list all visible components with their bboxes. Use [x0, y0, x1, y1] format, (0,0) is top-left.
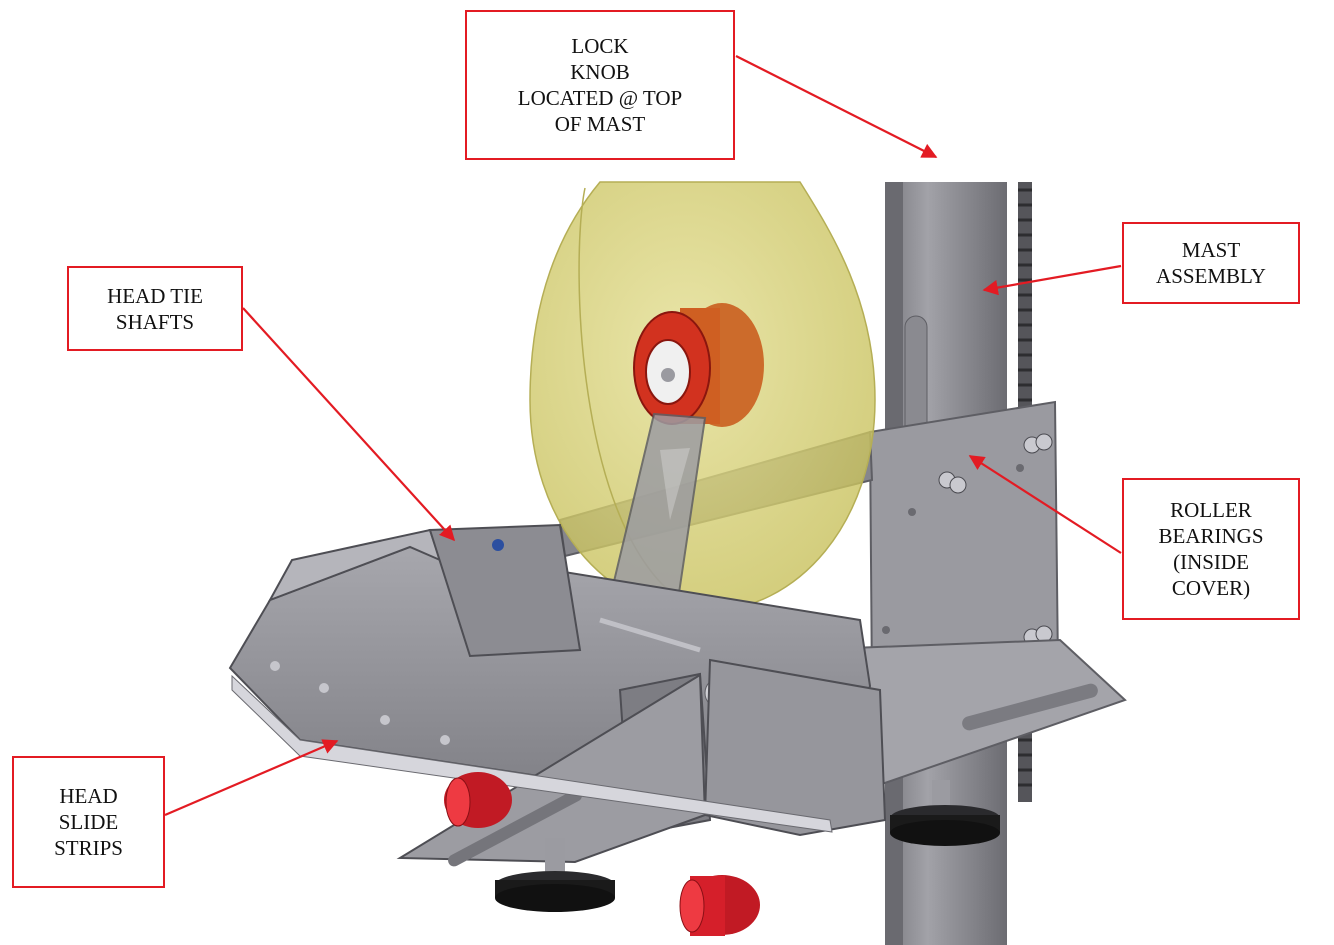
mast-assembly-callout: MAST ASSEMBLY [1122, 222, 1300, 304]
lock-knob-callout: LOCK KNOB LOCATED @ TOP OF MAST [465, 10, 735, 160]
callout-arrows [164, 55, 1122, 817]
callout-line: SHAFTS [115, 309, 195, 334]
head-slide-strips-arrow [164, 739, 339, 817]
roller-bearings-arrow [968, 455, 1122, 554]
callout-line: ROLLER [1170, 498, 1252, 522]
lower-roller [679, 875, 760, 936]
head-slide-strips-callout: HEAD SLIDE STRIPS [12, 756, 165, 888]
callout-line: BEARINGS [1158, 524, 1264, 548]
leveling-foot-right [890, 780, 1000, 846]
callout-line: STRIPS [54, 836, 123, 860]
slide-strip [231, 674, 833, 833]
head-tie-shafts-arrow [242, 307, 456, 542]
roller-bearings-callout: ROLLER BEARINGS (INSIDE COVER) [1122, 478, 1300, 620]
callout-line: SLIDE [58, 810, 119, 834]
tape-hub [633, 303, 764, 427]
mast-assembly-arrow [982, 264, 1122, 296]
head-tie-shafts-callout: HEAD TIE SHAFTS [67, 266, 243, 351]
callout-line: ASSEMBLY [1156, 264, 1266, 288]
leveling-foot-left [495, 838, 615, 912]
callout-line: OF MAST [554, 112, 646, 136]
lock-knob-arrow [735, 55, 938, 158]
callout-line: (INSIDE [1173, 550, 1249, 574]
callout-line: LOCK [571, 34, 629, 58]
callout-line: KNOB [570, 60, 630, 84]
callout-line: LOCATED @ TOP [517, 86, 683, 110]
head-housing [228, 523, 887, 867]
callout-line: HEAD TIE [107, 283, 203, 308]
callout-line: COVER) [1171, 576, 1251, 600]
callout-line: MAST [1181, 238, 1241, 262]
callout-line: HEAD [59, 784, 118, 808]
left-roller [444, 772, 512, 828]
